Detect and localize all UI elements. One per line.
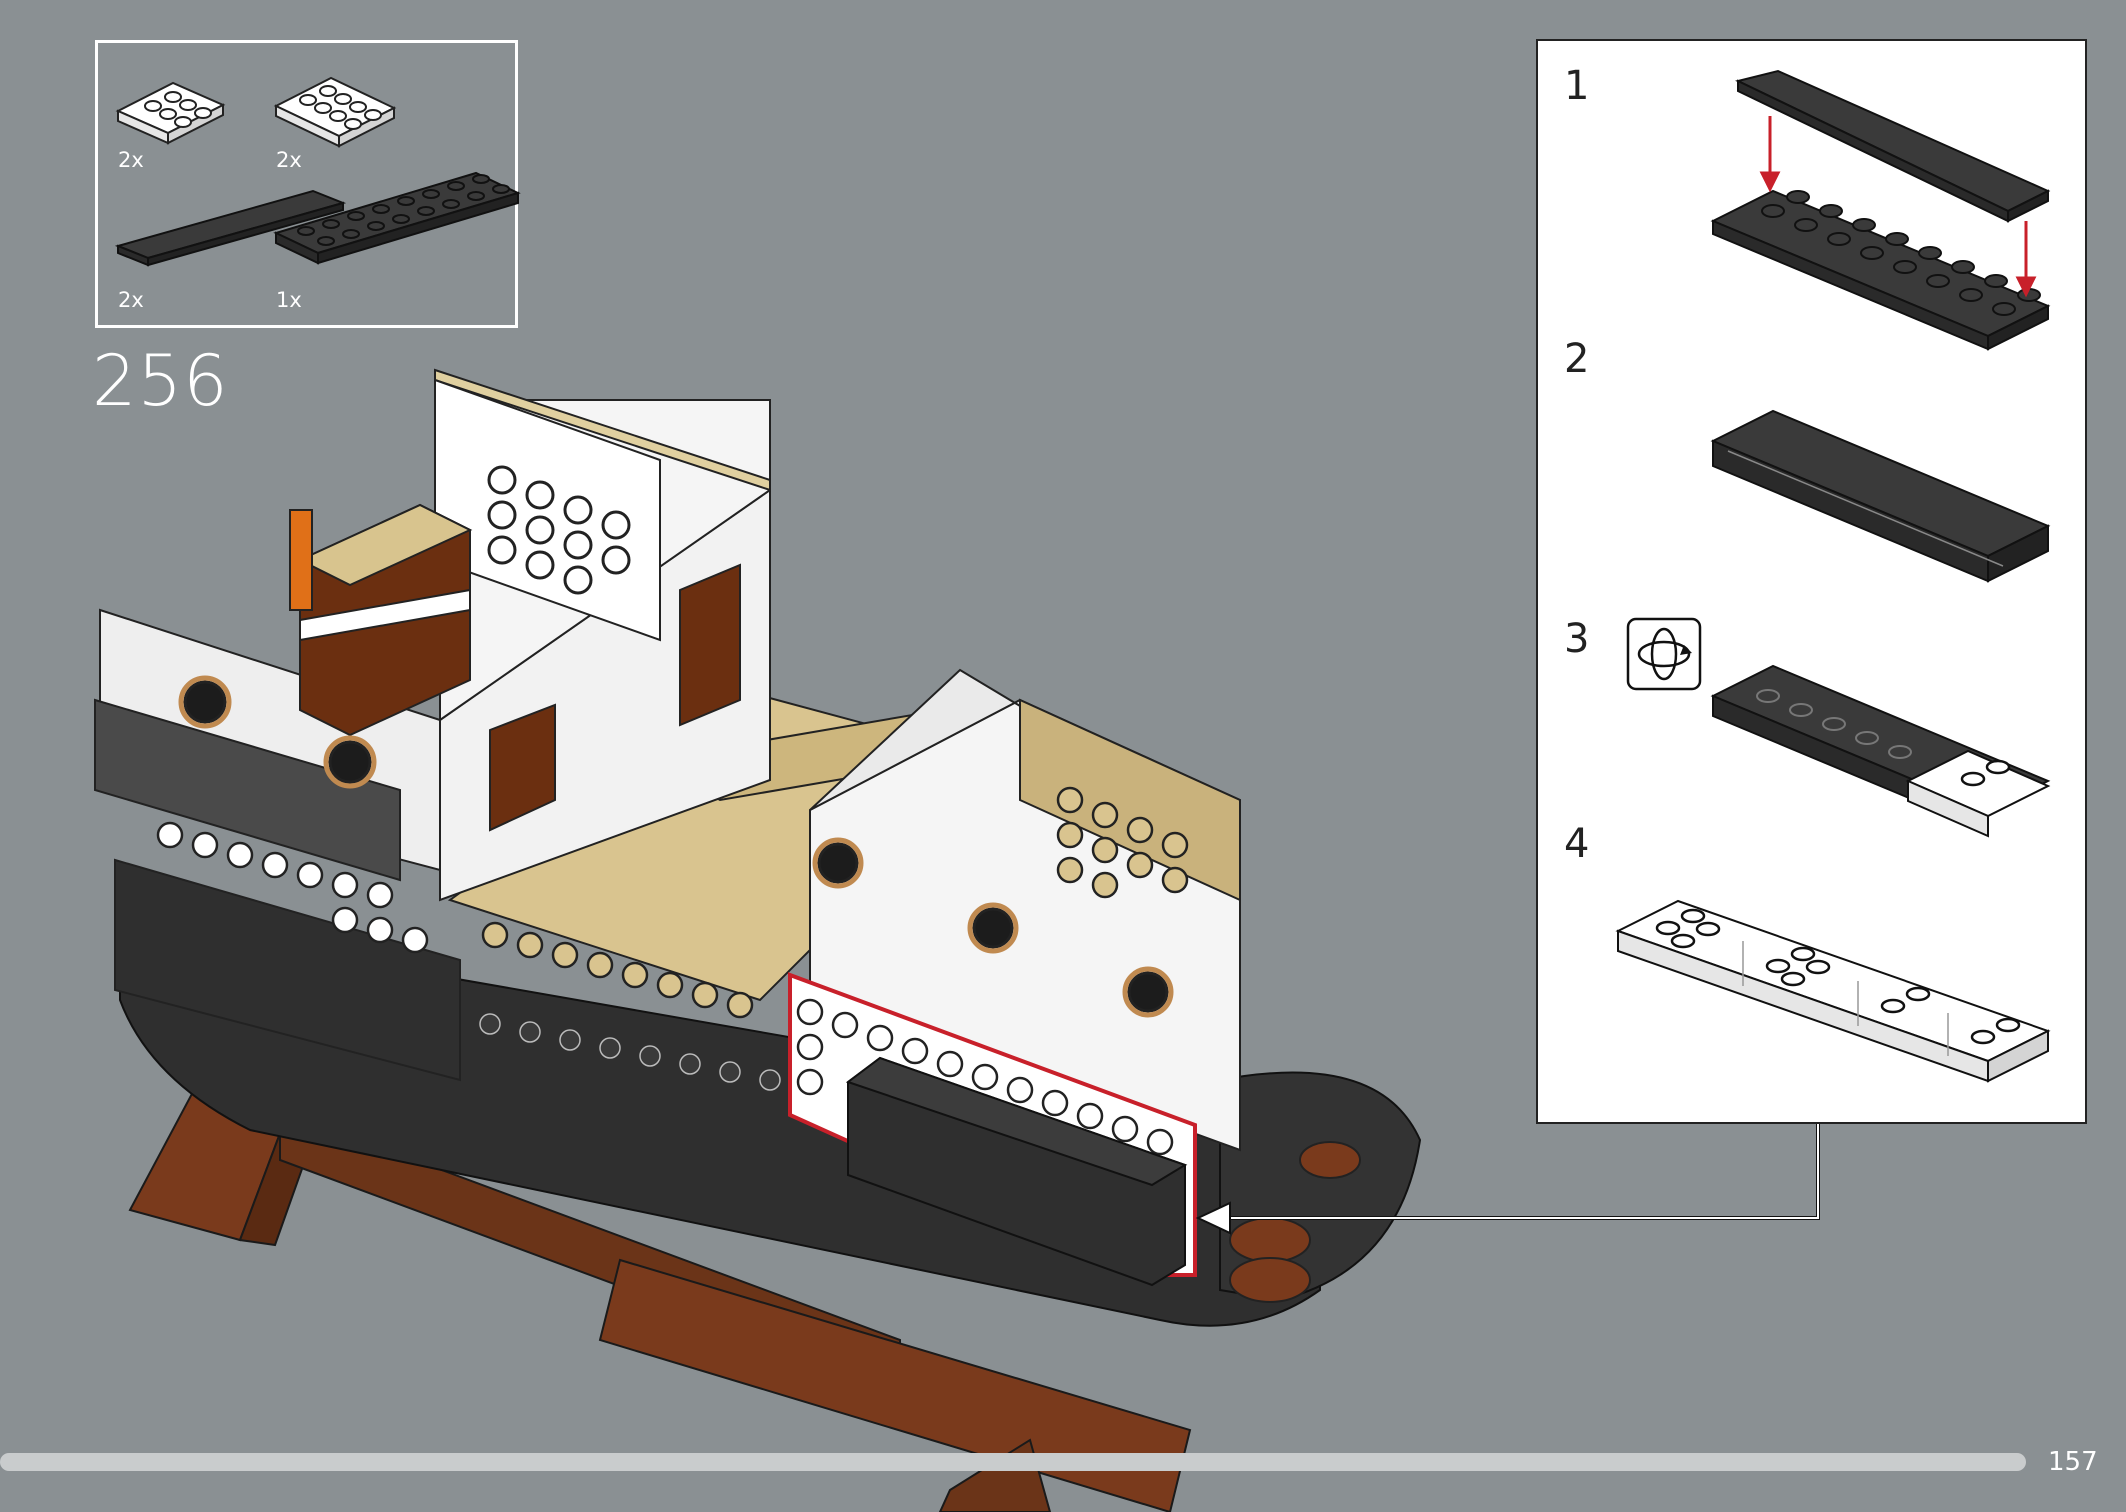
back-panel bbox=[434, 368, 771, 642]
substep-number: 3 bbox=[1564, 616, 1590, 662]
substep-3-illustration bbox=[1710, 664, 2051, 838]
progress-bar bbox=[0, 1453, 2026, 1471]
part-white-plate-2x3 bbox=[115, 81, 226, 145]
bow-rudder-parts bbox=[1229, 1141, 1361, 1303]
portholes-forward bbox=[812, 837, 1174, 1018]
new-part-highlight bbox=[788, 972, 1197, 1287]
part-qty: 2x bbox=[276, 148, 302, 172]
part-black-plate-2x8 bbox=[273, 171, 521, 265]
doors bbox=[489, 563, 741, 832]
deck-studs bbox=[1056, 786, 1189, 899]
callout-arrow bbox=[1195, 1124, 1820, 1235]
mid-studs bbox=[481, 921, 754, 1019]
substep-number: 4 bbox=[1564, 821, 1590, 867]
portholes-stern bbox=[178, 675, 377, 789]
brown-cabin-block bbox=[289, 503, 473, 737]
page-number: 157 bbox=[2048, 1447, 2098, 1477]
substep-4-illustration bbox=[1615, 899, 2051, 1083]
back-panel-studs bbox=[487, 465, 631, 595]
substep-2-illustration bbox=[1710, 409, 2051, 583]
sub-assembly-panel: 1 2 3 4 bbox=[1536, 39, 2087, 1124]
parts-list-box: 2x 2x 2x 1x bbox=[95, 40, 521, 328]
part-black-tile-1x8 bbox=[114, 189, 347, 267]
part-white-plate-2x4 bbox=[273, 76, 397, 148]
parts-illustrations bbox=[114, 76, 521, 267]
rotate-model-icon bbox=[1626, 617, 1702, 691]
part-qty: 1x bbox=[276, 288, 302, 312]
substep-illustrations bbox=[1615, 69, 2051, 1083]
substep-1-illustration bbox=[1710, 69, 2051, 351]
part-qty: 2x bbox=[118, 288, 144, 312]
stern-studs bbox=[156, 821, 429, 954]
substep-number: 2 bbox=[1564, 336, 1590, 382]
step-number: 256 bbox=[92, 340, 229, 422]
part-qty: 2x bbox=[118, 148, 144, 172]
substep-number: 1 bbox=[1564, 63, 1590, 109]
